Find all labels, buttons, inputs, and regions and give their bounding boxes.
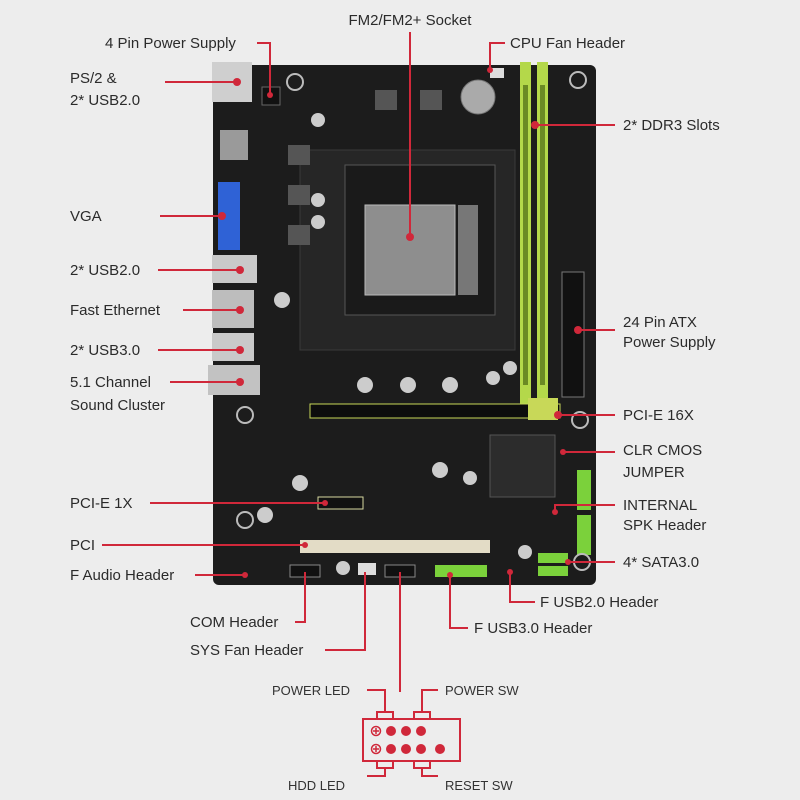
label-vga: VGA [70,208,102,225]
atx-connector [561,271,585,398]
hdmi-port [220,130,248,160]
label-pcie1x: PCI-E 1X [70,495,133,512]
header-pins [370,725,445,755]
label-sata: 4* SATA3.0 [623,554,699,571]
label-com: COM Header [190,614,278,631]
sata-port [538,566,568,576]
cmos-battery [460,79,496,115]
label-power-led: POWER LED [272,683,350,698]
label-internal: INTERNAL [623,497,697,514]
front-panel-diagram: POWER LED POWER SW HDD LED RESET SW [272,683,519,793]
label-clr-cmos: CLR CMOS [623,442,702,459]
label-atx-2: Power Supply [623,334,716,351]
label-sound-1: 5.1 Channel [70,374,151,391]
sata-port [577,470,591,510]
vga-port [218,182,240,250]
label-spk-header: SPK Header [623,517,706,534]
label-f-usb30: F USB3.0 Header [474,620,592,637]
audio-jacks [208,365,260,395]
label-jumper: JUMPER [623,464,685,481]
usb30-header [435,565,487,577]
label-4pin-power: 4 Pin Power Supply [105,35,236,52]
label-f-audio: F Audio Header [70,567,174,584]
sata-port [577,515,591,555]
label-power-sw: POWER SW [445,683,519,698]
label-usb30: 2* USB3.0 [70,342,140,359]
pcie16x-slot [309,403,561,419]
label-reset-sw: RESET SW [445,778,513,793]
label-pcie16x: PCI-E 16X [623,407,694,424]
label-usb20: 2* USB2.0 [70,262,140,279]
sata-port [538,553,568,563]
label-ddr3: 2* DDR3 Slots [623,117,720,134]
leader-lines [102,32,615,692]
pci-slot [300,540,490,553]
label-sound-2: Sound Cluster [70,397,165,414]
label-pci: PCI [70,537,95,554]
label-ps2-usb: 2* USB2.0 [70,92,140,109]
label-hdd-led: HDD LED [288,778,345,793]
label-sys-fan: SYS Fan Header [190,642,303,659]
usb30-port [212,333,254,361]
label-cpu-fan: CPU Fan Header [510,35,625,52]
label-atx-1: 24 Pin ATX [623,314,697,331]
motherboard [208,62,596,585]
chipset-heatsink [489,434,556,498]
label-f-usb20: F USB2.0 Header [540,594,658,611]
label-ps2: PS/2 & [70,70,117,87]
label-socket: FM2/FM2+ Socket [349,12,473,29]
label-ethernet: Fast Ethernet [70,302,161,319]
